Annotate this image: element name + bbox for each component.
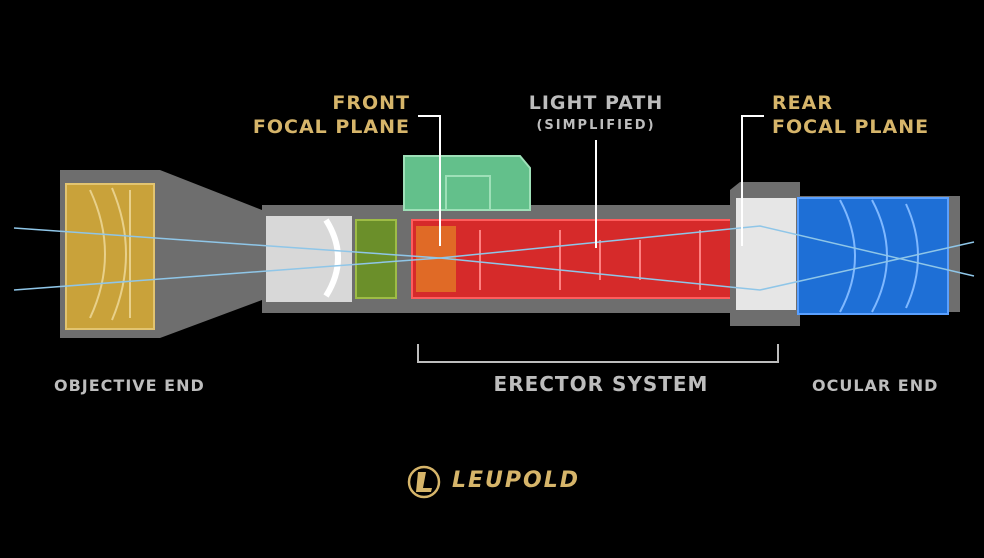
- front-focal-label-line1: FRONT: [332, 92, 410, 114]
- erector-lens-lines: [479, 230, 701, 290]
- light-path-label: LIGHT PATH: [528, 92, 664, 114]
- focal-green-element: [355, 219, 397, 299]
- ocular-lens-group: [797, 197, 949, 315]
- front-focal-label-line2: FOCAL PLANE: [252, 116, 410, 138]
- rear-focal-plane-label: REAR FOCAL PLANE: [772, 91, 952, 139]
- leupold-logo-glyph: [416, 472, 432, 492]
- erector-system-label: ERECTOR SYSTEM: [493, 372, 709, 396]
- leupold-logo-icon: [407, 465, 441, 499]
- turret-detail: [445, 175, 491, 211]
- light-path-ray-2: [13, 241, 975, 291]
- rear-white-frame: [736, 198, 796, 310]
- front-focal-plane-label: FRONT FOCAL PLANE: [240, 91, 410, 139]
- objective-lens-lines: [89, 187, 131, 321]
- objective-lens-group: [65, 183, 155, 330]
- ocular-end-label: OCULAR END: [812, 376, 939, 395]
- brand-logo-text: LEUPOLD: [452, 468, 581, 493]
- light-path-sub-label: (SIMPLIFIED): [536, 118, 656, 133]
- rear-focal-leader: [741, 115, 764, 246]
- focus-lens: [323, 218, 341, 298]
- objective-end-label: OBJECTIVE END: [54, 376, 205, 395]
- erector-bracket: [417, 344, 779, 363]
- front-focal-leader: [418, 115, 441, 246]
- turret: [403, 155, 531, 211]
- rear-focal-label-line1: REAR: [772, 92, 833, 114]
- rear-focal-label-line2: FOCAL PLANE: [772, 116, 930, 138]
- light-path-ray-1: [13, 225, 975, 277]
